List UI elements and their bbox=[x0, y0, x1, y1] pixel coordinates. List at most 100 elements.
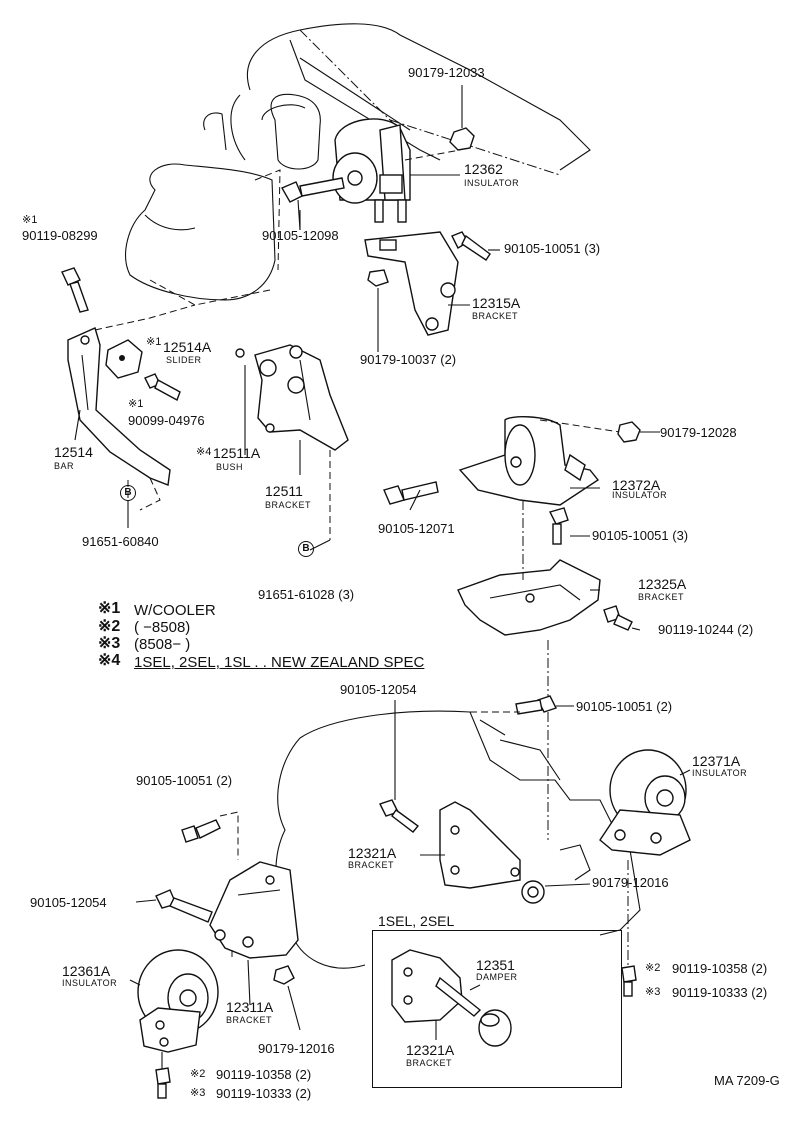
slider-12514a-drawing bbox=[105, 339, 143, 379]
label-90119-10244: 90119-10244 (2) bbox=[658, 622, 754, 637]
legend-mark-4: ※4 bbox=[98, 652, 121, 669]
sublabel-12321a: BRACKET bbox=[348, 860, 395, 870]
label-12372a: 12372A bbox=[612, 477, 661, 493]
label-12325a: 12325A bbox=[638, 576, 687, 592]
label-90105-10051-d: 90105-10051 (2) bbox=[136, 773, 233, 788]
bolt-90105-10051-d-drawing bbox=[181, 811, 239, 860]
sublabel-12325a: BRACKET bbox=[638, 592, 685, 602]
nut-90179-12028-drawing bbox=[617, 421, 660, 443]
label-90105-12054-b: 90105-12054 bbox=[30, 895, 107, 910]
label-91651-60840: 91651-60840 bbox=[82, 534, 159, 549]
label-90105-10051-c: 90105-10051 (2) bbox=[576, 699, 673, 714]
mark-90119-10358-b: ※2 bbox=[645, 962, 661, 974]
bolt-90099-04976-drawing bbox=[144, 373, 181, 402]
label-90119-10333-b: 90119-10333 (2) bbox=[672, 985, 768, 1000]
legend-mark-3: ※3 bbox=[98, 635, 121, 652]
label-12315a: 12315A bbox=[472, 295, 521, 311]
legend-mark-2: ※2 bbox=[98, 618, 121, 635]
bolt-90119-10244-drawing bbox=[603, 605, 633, 631]
label-91651-61028: 91651-61028 (3) bbox=[258, 587, 355, 602]
diagram-code: MA 7209-G bbox=[714, 1073, 780, 1088]
label-12514a: 12514A bbox=[163, 339, 212, 355]
sublabel-12315a: BRACKET bbox=[472, 311, 519, 321]
bolt-90105-10051-c-drawing bbox=[470, 695, 574, 715]
sublabel-12514: BAR bbox=[54, 461, 75, 471]
label-90105-12071: 90105-12071 bbox=[378, 521, 455, 536]
label-12321a-inset: 12321A bbox=[406, 1042, 455, 1058]
mark-12514a: ※1 bbox=[146, 336, 162, 348]
nut-90179-12033-drawing bbox=[449, 85, 475, 151]
label-90105-10051-b: 90105-10051 (3) bbox=[592, 528, 689, 543]
inset-1sel-2sel-box bbox=[372, 930, 622, 1088]
leader-lines bbox=[74, 174, 691, 1040]
legend-text-1: W/COOLER bbox=[134, 602, 216, 619]
bolt-90119-08299-drawing bbox=[61, 267, 89, 313]
sublabel-12371a: INSULATOR bbox=[692, 768, 748, 778]
label-90105-10051-a: 90105-10051 (3) bbox=[504, 241, 601, 256]
mark-90119-10333-a: ※3 bbox=[190, 1087, 206, 1099]
sublabel-12514a: SLIDER bbox=[166, 355, 202, 365]
label-90179-10037: 90179-10037 (2) bbox=[360, 352, 457, 367]
bolt-90105-10051-b-drawing bbox=[548, 507, 590, 545]
mark-90119-08299: ※1 bbox=[22, 214, 38, 226]
label-12371a: 12371A bbox=[692, 753, 741, 769]
label-12511a: 12511A bbox=[213, 445, 261, 461]
legend-text-4: 1SEL, 2SEL, 1SL . . NEW ZEALAND SPEC bbox=[134, 654, 425, 671]
bolt-90105-12054-a-drawing bbox=[379, 700, 420, 833]
inset-damper-drawing bbox=[391, 949, 512, 1047]
label-90179-12033: 90179-12033 bbox=[408, 65, 485, 80]
inset-title: 1SEL, 2SEL bbox=[378, 913, 455, 929]
bolt-90105-12071-drawing bbox=[383, 481, 439, 505]
bracket-12311a-drawing bbox=[209, 861, 299, 960]
bracket-12325a-drawing bbox=[457, 500, 601, 840]
mark-90099-04976: ※1 bbox=[128, 398, 144, 410]
label-90179-12016-b: 90179-12016 bbox=[258, 1041, 335, 1056]
label-90119-10358-a: 90119-10358 (2) bbox=[216, 1067, 312, 1082]
mark-12511a: ※4 bbox=[196, 446, 212, 458]
label-90179-12016-a: 90179-12016 bbox=[592, 875, 669, 890]
mark-90119-10358-a: ※2 bbox=[190, 1068, 206, 1080]
label-90099-04976: 90099-04976 bbox=[128, 413, 205, 428]
sublabel-12311a: BRACKET bbox=[226, 1015, 273, 1025]
label-12361a: 12361A bbox=[62, 963, 111, 979]
label-12514: 12514 bbox=[54, 444, 93, 460]
nut-90179-12016-b-drawing bbox=[273, 965, 301, 1031]
bolt-90105-12054-b-drawing bbox=[155, 889, 213, 923]
nut-90179-12016-a-drawing bbox=[521, 880, 591, 904]
insulator-12361a-drawing bbox=[137, 949, 219, 1099]
insulator-12362-drawing bbox=[332, 118, 461, 223]
label-12362: 12362 bbox=[464, 161, 503, 177]
bracket-12315a-drawing bbox=[364, 231, 500, 352]
label-90119-10358-b: 90119-10358 (2) bbox=[672, 961, 768, 976]
sublabel-12321a-inset: BRACKET bbox=[406, 1058, 453, 1068]
sublabel-12372a: INSULATOR bbox=[612, 490, 668, 500]
sublabel-12511: BRACKET bbox=[265, 500, 312, 510]
label-90119-08299: 90119-08299 bbox=[22, 228, 98, 243]
bracket-12511-drawing bbox=[235, 344, 349, 540]
engine-outline-upper bbox=[125, 23, 591, 306]
mark-90119-10333-b: ※3 bbox=[645, 986, 661, 998]
legend-text-3: (8508− ) bbox=[134, 636, 191, 653]
sublabel-12362: INSULATOR bbox=[464, 178, 520, 188]
circle-b-left: B bbox=[120, 485, 136, 501]
label-90105-12054-a: 90105-12054 bbox=[340, 682, 417, 697]
label-90119-10333-a: 90119-10333 (2) bbox=[216, 1086, 312, 1101]
label-12351: 12351 bbox=[476, 957, 515, 973]
sublabel-12511a: BUSH bbox=[216, 462, 244, 472]
label-90179-12028: 90179-12028 bbox=[660, 425, 737, 440]
label-12321a: 12321A bbox=[348, 845, 397, 861]
label-90105-12098: 90105-12098 bbox=[262, 228, 339, 243]
legend-mark-1: ※1 bbox=[98, 600, 121, 617]
sublabel-12351: DAMPER bbox=[476, 972, 518, 982]
circle-b-right: B bbox=[298, 541, 314, 557]
label-12511: 12511 bbox=[265, 483, 303, 499]
bolt-90119-10358-b-drawing bbox=[621, 860, 637, 997]
legend-text-2: ( −8508) bbox=[134, 619, 191, 636]
label-12311a: 12311A bbox=[226, 999, 274, 1015]
bolt-90105-12098-drawing bbox=[281, 177, 345, 231]
bar-12514-drawing bbox=[67, 304, 196, 511]
bracket-12321a-drawing bbox=[439, 801, 521, 889]
insulator-12372a-drawing bbox=[458, 416, 621, 506]
sublabel-12361a: INSULATOR bbox=[62, 978, 118, 988]
